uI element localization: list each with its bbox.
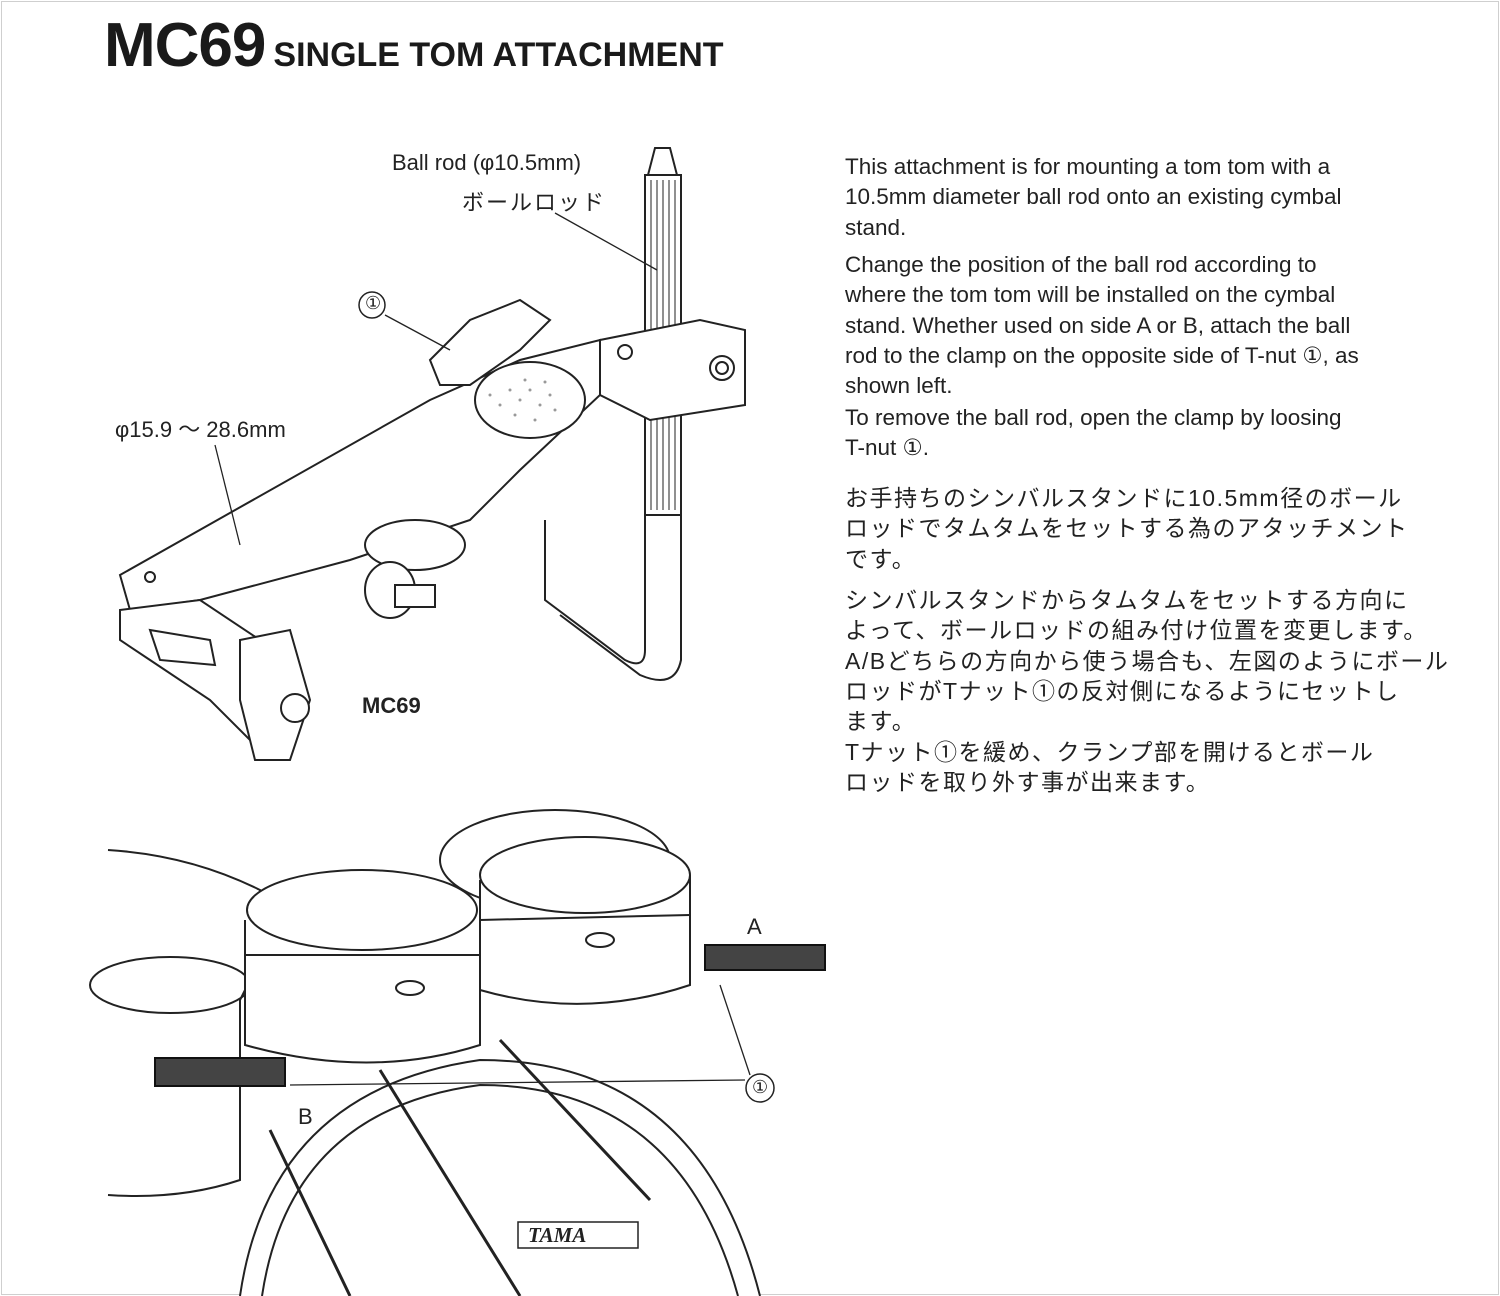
- japanese-paragraph-2: シンバルスタンドからタムタムをセットする方向に よって、ボールロッドの組み付け位…: [845, 585, 1449, 736]
- text-line: A/Bどちらの方向から使う場合も、左図のようにボール: [845, 647, 1450, 674]
- text-line: stand.: [845, 214, 907, 240]
- ball-rod-label-jp: ボールロッド: [462, 190, 607, 215]
- text-line: rod to the clamp on the opposite side of…: [845, 342, 1359, 368]
- text-line: 10.5mm diameter ball rod onto an existin…: [845, 184, 1342, 210]
- text-line: ます。: [845, 708, 917, 735]
- text-line: ロッドを取り外す事が出来ます。: [845, 769, 1211, 796]
- clamp-range-label: φ15.9 〜 28.6mm: [115, 417, 286, 442]
- english-paragraph-3: To remove the ball rod, open the clamp b…: [845, 403, 1342, 464]
- side-b-label: B: [298, 1104, 313, 1129]
- tnut-callout-2: ①: [752, 1077, 769, 1097]
- tama-logo: TAMA: [528, 1223, 587, 1247]
- text-line: シンバルスタンドからタムタムをセットする方向に: [845, 587, 1409, 613]
- english-paragraph-2: Change the position of the ball rod acco…: [845, 250, 1359, 401]
- english-paragraph-1: This attachment is for mounting a tom to…: [845, 152, 1342, 243]
- text-line: T-nut ①.: [845, 435, 929, 461]
- tnut-callout: ①: [365, 293, 382, 313]
- text-line: This attachment is for mounting a tom to…: [845, 154, 1331, 179]
- figure-caption: MC69: [362, 693, 421, 718]
- text-line: shown left.: [845, 373, 953, 399]
- text-line: stand. Whether used on side A or B, atta…: [845, 312, 1351, 338]
- ball-rod-label: Ball rod (φ10.5mm): [392, 150, 582, 175]
- text-line: where the tom tom will be installed on t…: [845, 282, 1336, 308]
- model-number: MC69: [104, 11, 266, 80]
- text-line: ロッドでタムタムをセットする為のアタッチメント: [845, 515, 1409, 542]
- text-line: お手持ちのシンバルスタンドに10.5mm径のボール: [845, 485, 1403, 511]
- text-line: To remove the ball rod, open the clamp b…: [845, 405, 1342, 430]
- text-line: です。: [845, 545, 917, 572]
- text-line: Tナット①を緩め、クランプ部を開けるとボール: [845, 739, 1375, 765]
- text-line: よって、ボールロッドの組み付け位置を変更します。: [845, 617, 1428, 644]
- text-line: Change the position of the ball rod acco…: [845, 252, 1317, 277]
- japanese-paragraph-1: お手持ちのシンバルスタンドに10.5mm径のボール ロッドでタムタムをセットする…: [845, 483, 1409, 574]
- product-subtitle: SINGLE TOM ATTACHMENT: [273, 36, 724, 74]
- side-a-label: A: [747, 914, 762, 939]
- japanese-paragraph-3: Tナット①を緩め、クランプ部を開けるとボール ロッドを取り外す事が出来ます。: [845, 737, 1374, 798]
- text-line: ロッドがTナット①の反対側になるようにセットし: [845, 677, 1400, 704]
